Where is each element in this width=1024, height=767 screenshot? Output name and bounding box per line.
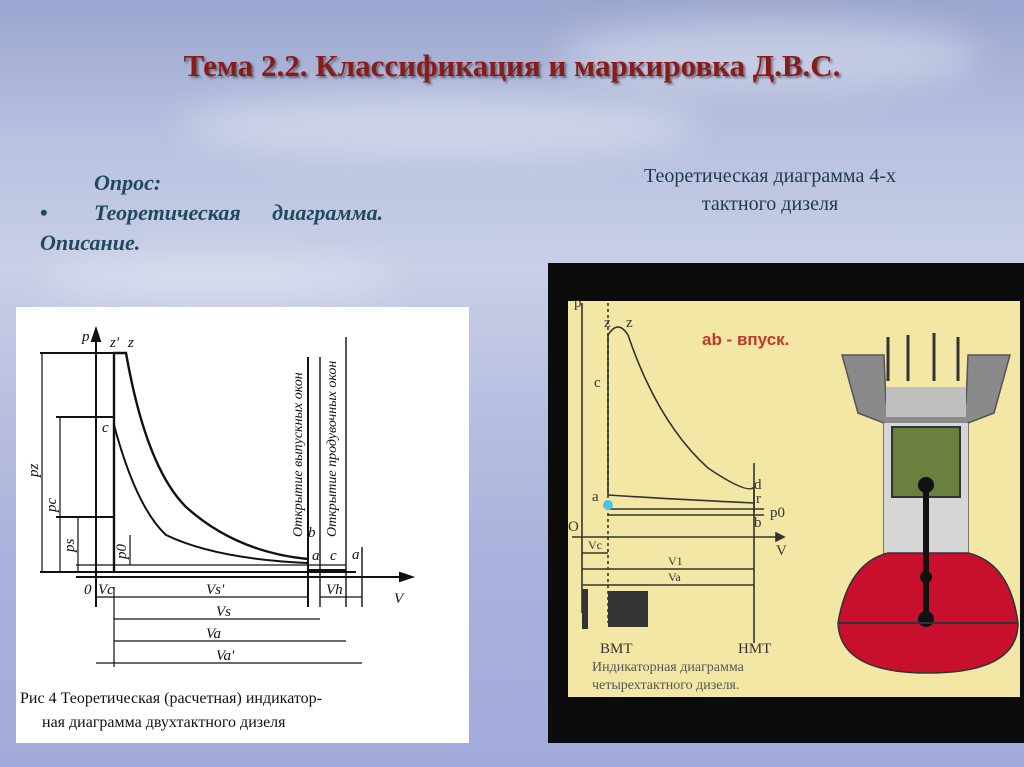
survey-item: • Теоретическая диаграмма.: [40, 198, 470, 228]
bullet-icon: •: [40, 200, 48, 225]
four-stroke-diagram-panel: p V z z c d a r b p0 O Vc V1 Va BMT HMT …: [548, 263, 1024, 743]
two-stroke-diagram: p V z' z c b a c a' pz pc ps p0 Vc Vs' V…: [20, 325, 416, 731]
volume-vs: Vs: [216, 604, 231, 620]
right-point-d: d: [754, 477, 762, 493]
background-cloud: [560, 20, 980, 90]
origin-label: 0: [84, 582, 92, 598]
survey-block: Опрос: • Теоретическая диаграмма. Описан…: [40, 168, 470, 258]
hmt-label: HMT: [738, 641, 771, 657]
right-title-line2: тактного дизеля: [701, 193, 839, 215]
cylinder-head-mark: [582, 589, 588, 629]
volume-vh: Vh: [326, 582, 343, 598]
survey-heading: Опрос:: [94, 170, 162, 195]
volume-vs-prime: Vs': [206, 582, 225, 598]
point-a: a: [312, 548, 320, 564]
right-origin: O: [568, 519, 579, 535]
right-volume-va: Va: [668, 570, 681, 584]
volume-va-prime: Va': [216, 648, 235, 664]
piston-bmt-block: [608, 591, 648, 627]
survey-item-continuation: Описание.: [40, 230, 141, 255]
four-stroke-diagram: p V z z c d a r b p0 O Vc V1 Va BMT HMT …: [568, 295, 1020, 697]
point-a-marker: [603, 500, 613, 510]
engine-cylinder-illustration: [837, 333, 1019, 674]
pressure-pz: pz: [26, 464, 42, 479]
exhaust-ports-label: Открытие выпускных окон: [291, 372, 306, 537]
right-point-p0: p0: [770, 505, 785, 521]
scavenge-ports-label: Открытие продувочных окон: [325, 361, 340, 537]
right-point-a: a: [592, 489, 599, 505]
survey-item-text: Теоретическая диаграмма.: [94, 200, 384, 225]
point-c: c: [102, 420, 109, 436]
right-volume-vc: Vc: [588, 538, 602, 552]
right-point-z2: z: [626, 315, 633, 331]
right-volume-v1: V1: [668, 554, 683, 568]
intake-label: ab - впуск.: [702, 330, 789, 349]
right-point-b: b: [754, 515, 762, 531]
left-caption-line2: ная диаграмма двухтактного дизеля: [42, 714, 286, 731]
right-point-r: r: [756, 491, 761, 507]
point-z-prime: z': [109, 335, 120, 351]
bmt-label: BMT: [600, 641, 633, 657]
axis-p-label: p: [81, 329, 90, 345]
right-caption-line1: Индикаторная диаграмма: [592, 660, 745, 675]
two-stroke-diagram-panel: p V z' z c b a c a' pz pc ps p0 Vc Vs' V…: [16, 307, 469, 743]
point-b: b: [308, 525, 316, 541]
right-axis-v-label: V: [776, 543, 787, 559]
right-point-z1: z: [604, 315, 611, 331]
volume-vc: Vc: [98, 582, 114, 598]
pressure-p0: p0: [114, 544, 130, 561]
right-axis-p-label: p: [574, 295, 582, 311]
point-z: z: [127, 335, 134, 351]
diagram-background: [568, 301, 840, 697]
volume-va: Va: [206, 626, 221, 642]
slide-title: Тема 2.2. Классификация и маркировка Д.В…: [183, 48, 841, 83]
right-title-line1: Теоретическая диаграмма 4-х: [643, 165, 896, 187]
right-point-c: c: [594, 375, 601, 391]
left-caption-line1: Рис 4 Теоретическая (расчетная) индикато…: [20, 690, 322, 707]
background-cloud: [40, 260, 400, 300]
background-cloud: [180, 95, 700, 155]
right-caption-line2: четырехтактного дизеля.: [592, 678, 739, 693]
right-diagram-title: Теоретическая диаграмма 4-х тактного диз…: [560, 162, 980, 218]
pressure-pc: pc: [44, 498, 60, 514]
pressure-ps: ps: [62, 539, 78, 554]
point-a-prime: a': [352, 547, 364, 563]
axis-v-label: V: [394, 591, 405, 607]
point-c2: c: [330, 548, 337, 564]
